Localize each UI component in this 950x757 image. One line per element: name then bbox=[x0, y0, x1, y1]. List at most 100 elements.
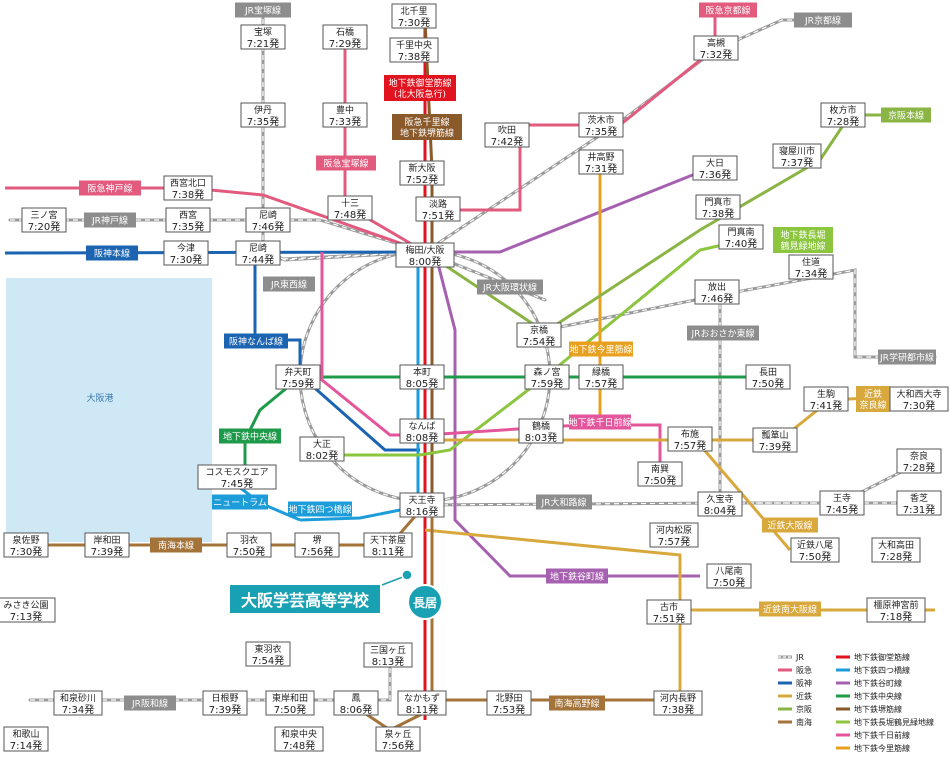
station-midoribashi[interactable]: 緑橋7:57発 bbox=[578, 364, 624, 390]
station-hagoromo[interactable]: 羽衣7:50発 bbox=[226, 532, 272, 558]
station-toyonaka[interactable]: 豊中7:33発 bbox=[322, 102, 368, 128]
origin-station-label: 長居 bbox=[413, 595, 437, 610]
station-dainichi[interactable]: 大日7:36発 bbox=[692, 155, 738, 181]
station-tsuruhashi[interactable]: 鶴橋8:03発 bbox=[518, 418, 564, 444]
station-sumiyoshi[interactable]: 住道7:34発 bbox=[788, 254, 834, 280]
station-hanaten[interactable]: 放出7:46発 bbox=[694, 279, 740, 305]
station-nagata[interactable]: 長田7:50発 bbox=[745, 364, 791, 390]
station-honmachi[interactable]: 本町8:05発 bbox=[399, 364, 445, 390]
station-departure-time: 7:52発 bbox=[406, 173, 438, 186]
station-departure-time: 7:59発 bbox=[282, 377, 314, 390]
station-name: 奈良 bbox=[910, 450, 928, 462]
station-oji[interactable]: 王寺7:45発 bbox=[819, 490, 865, 516]
line-label-nagahori: 地下鉄長堀鶴見緑地線 bbox=[773, 227, 833, 253]
station-takatsuki[interactable]: 高槻7:32発 bbox=[693, 35, 739, 61]
station-name: コスモスクエア bbox=[205, 467, 268, 478]
station-amagasaki-jr[interactable]: 尼崎7:46発 bbox=[245, 207, 291, 233]
station-itami[interactable]: 伊丹7:35発 bbox=[240, 102, 286, 128]
line-label-yotsubashi: 地下鉄四つ橋線 bbox=[288, 501, 352, 517]
station-takarazuka[interactable]: 宝塚7:21発 bbox=[240, 24, 286, 50]
station-otori[interactable]: 鳳8:06発 bbox=[333, 690, 379, 716]
station-departure-time: 7:29発 bbox=[329, 37, 361, 50]
station-name: 今津 bbox=[177, 242, 195, 254]
station-umeda[interactable]: 梅田/大阪8:00発 bbox=[395, 242, 455, 268]
station-departure-time: 7:30発 bbox=[170, 253, 202, 266]
legend-label: 阪急 bbox=[796, 665, 812, 675]
line-label-text: 近鉄南大阪線 bbox=[763, 604, 817, 616]
station-departure-time: 8:16発 bbox=[406, 505, 438, 518]
station-nara[interactable]: 奈良7:28発 bbox=[896, 448, 942, 474]
station-name: 岸和田 bbox=[93, 535, 120, 546]
station-departure-time: 7:51発 bbox=[422, 209, 454, 222]
station-name: 王寺 bbox=[833, 493, 851, 504]
station-name: 大和西大寺 bbox=[896, 388, 941, 400]
line-label-nankai-main: 南海本線 bbox=[150, 537, 202, 553]
station-minamitatsumi[interactable]: 南巽7:50発 bbox=[637, 461, 683, 487]
station-awaji[interactable]: 淡路7:51発 bbox=[415, 196, 461, 222]
station-sakai[interactable]: 堺7:56発 bbox=[294, 532, 340, 558]
station-juso[interactable]: 十三7:48発 bbox=[327, 195, 373, 221]
station-nishinomiya[interactable]: 西宮7:35発 bbox=[165, 207, 211, 233]
station-departure-time: 7:44発 bbox=[242, 253, 274, 266]
station-departure-time: 7:38発 bbox=[662, 703, 694, 716]
station-suita[interactable]: 吹田7:42発 bbox=[484, 122, 530, 148]
station-ishibashi[interactable]: 石橋7:29発 bbox=[322, 24, 368, 50]
station-furuichi[interactable]: 古市7:51発 bbox=[646, 599, 692, 625]
station-imazu[interactable]: 今津7:30発 bbox=[163, 240, 209, 266]
station-kyobashi[interactable]: 京橋7:54発 bbox=[516, 322, 562, 348]
line-label-text: 泉北高速鉄道 bbox=[318, 740, 372, 752]
station-name: 放出 bbox=[708, 281, 726, 293]
school-title: 大阪学芸高等学校 bbox=[241, 591, 370, 610]
station-departure-time: 7:20発 bbox=[28, 220, 60, 233]
station-koshiba[interactable]: 香芝7:31発 bbox=[896, 490, 942, 516]
station-departure-time: 7:57発 bbox=[658, 535, 690, 548]
station-departure-time: 7:54発 bbox=[523, 335, 555, 348]
station-fuse[interactable]: 布施7:57発 bbox=[667, 426, 713, 452]
station-amagasaki-hs[interactable]: 尼崎7:44発 bbox=[235, 240, 281, 266]
line-label-text: (北大阪急行) bbox=[394, 88, 446, 100]
station-name: 森ノ宮 bbox=[533, 366, 560, 378]
station-name: 三ノ宮 bbox=[30, 209, 57, 221]
station-ikoma[interactable]: 生駒7:41発 bbox=[803, 386, 849, 412]
station-taisho[interactable]: 大正8:02発 bbox=[299, 436, 345, 462]
